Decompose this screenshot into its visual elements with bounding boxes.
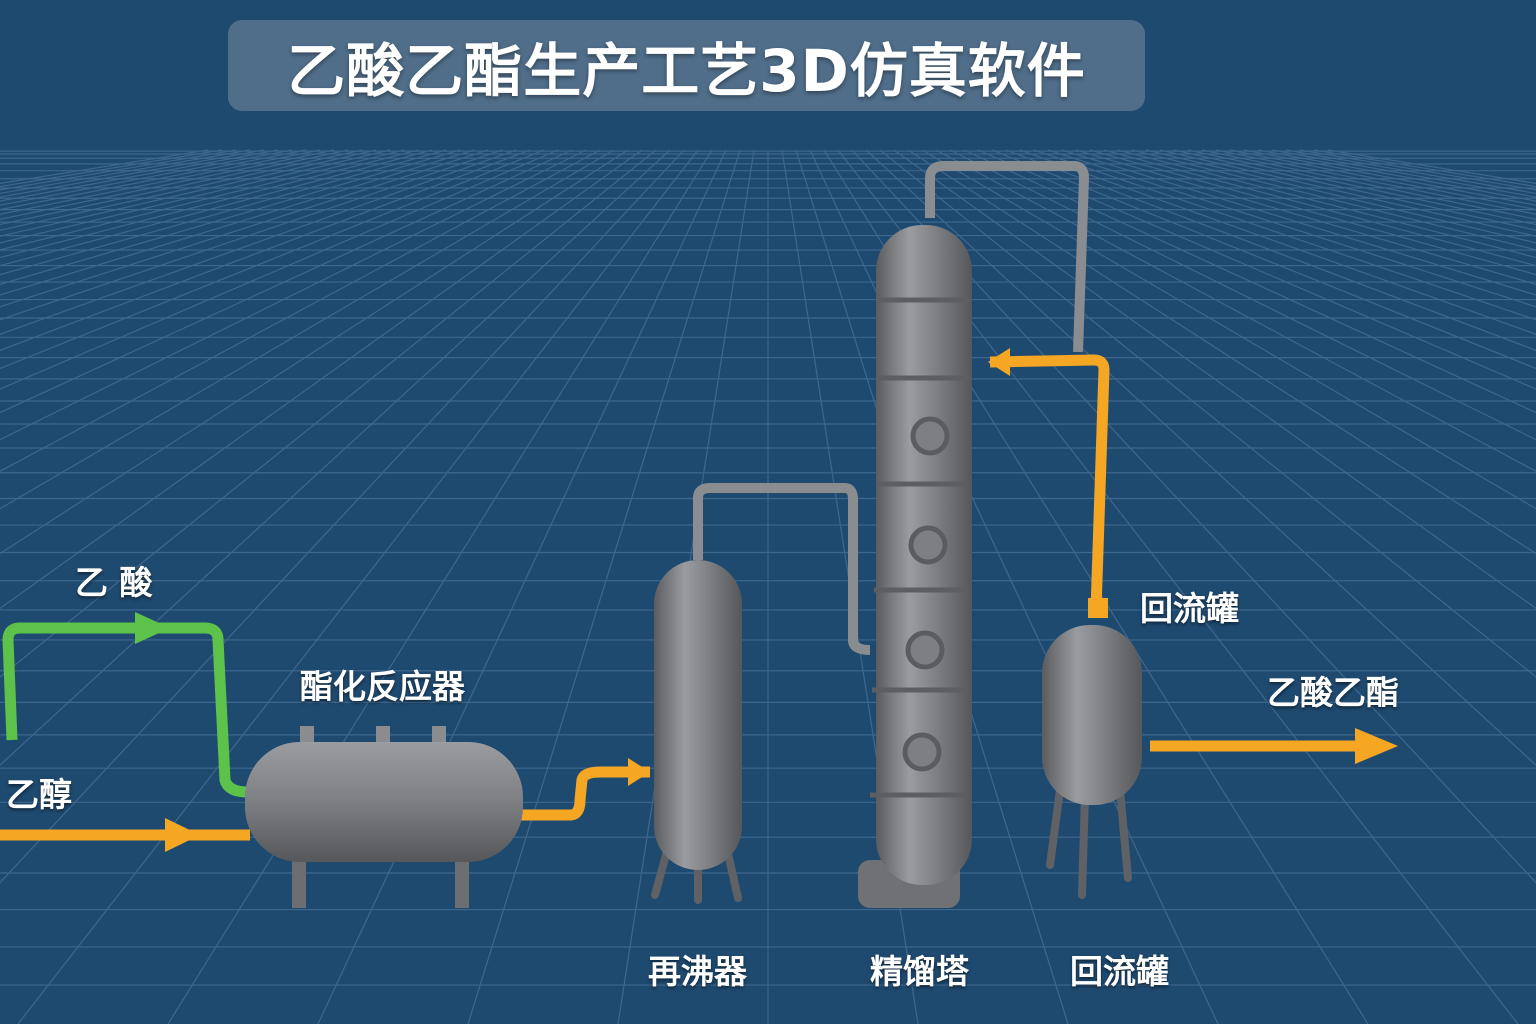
feed-arrow (628, 758, 650, 786)
label-reboiler: 再沸器 (648, 952, 747, 991)
ethanol-arrow (165, 818, 200, 852)
floor-grid (0, 149, 1536, 1024)
product-arrow (1355, 728, 1398, 764)
reboiler-vessel (651, 560, 742, 904)
reflux-pipe (989, 354, 1110, 611)
acetic-acid-pipe (2, 622, 249, 798)
reflux-arrow (988, 348, 1010, 376)
vapor-pipes (693, 161, 1089, 655)
label-distillation-column: 精馏塔 (870, 952, 969, 991)
reflux-drum-vessel (1042, 625, 1142, 899)
distillation-column (858, 225, 972, 908)
page-title: 乙酸乙酯生产工艺3D仿真软件 (287, 36, 1086, 105)
reactor-vessel (245, 726, 523, 908)
label-reflux-drum-top: 回流罐 (1140, 589, 1239, 628)
label-ethanol: 乙醇 (6, 775, 72, 814)
acetic-acid-arrow (135, 612, 170, 644)
label-reflux-drum-bottom: 回流罐 (1070, 952, 1169, 991)
label-acetic-acid: 乙 酸 (75, 563, 153, 602)
title-banner: 乙酸乙酯生产工艺3D仿真软件 (228, 20, 1145, 111)
reactor-outlet-pipe (520, 766, 650, 821)
label-product: 乙酸乙酯 (1267, 673, 1399, 712)
label-reactor: 酯化反应器 (300, 667, 465, 706)
